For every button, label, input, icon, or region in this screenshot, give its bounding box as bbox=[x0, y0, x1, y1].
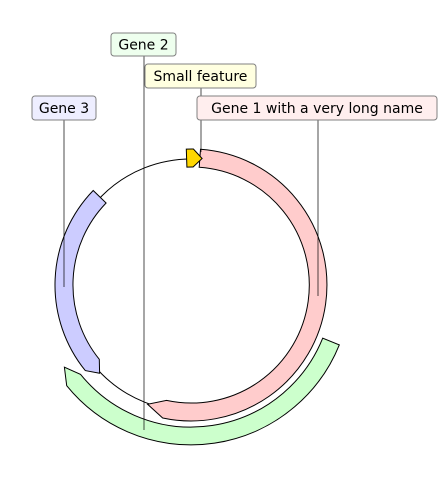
feature-gene3[interactable] bbox=[54, 189, 107, 374]
label-gene2[interactable]: Gene 2 bbox=[110, 32, 177, 57]
label-gene1-text: Gene 1 with a very long name bbox=[211, 101, 423, 117]
label-gene3-text: Gene 3 bbox=[39, 101, 89, 117]
label-gene1[interactable]: Gene 1 with a very long name bbox=[196, 95, 438, 121]
label-small-feature[interactable]: Small feature bbox=[144, 63, 257, 89]
label-gene2-text: Gene 2 bbox=[118, 38, 168, 54]
label-gene3[interactable]: Gene 3 bbox=[31, 95, 97, 121]
label-small-feature-text: Small feature bbox=[154, 69, 248, 85]
feature-gene2[interactable] bbox=[63, 337, 340, 446]
feature-small[interactable] bbox=[185, 148, 203, 168]
feature-gene1[interactable] bbox=[146, 148, 328, 422]
